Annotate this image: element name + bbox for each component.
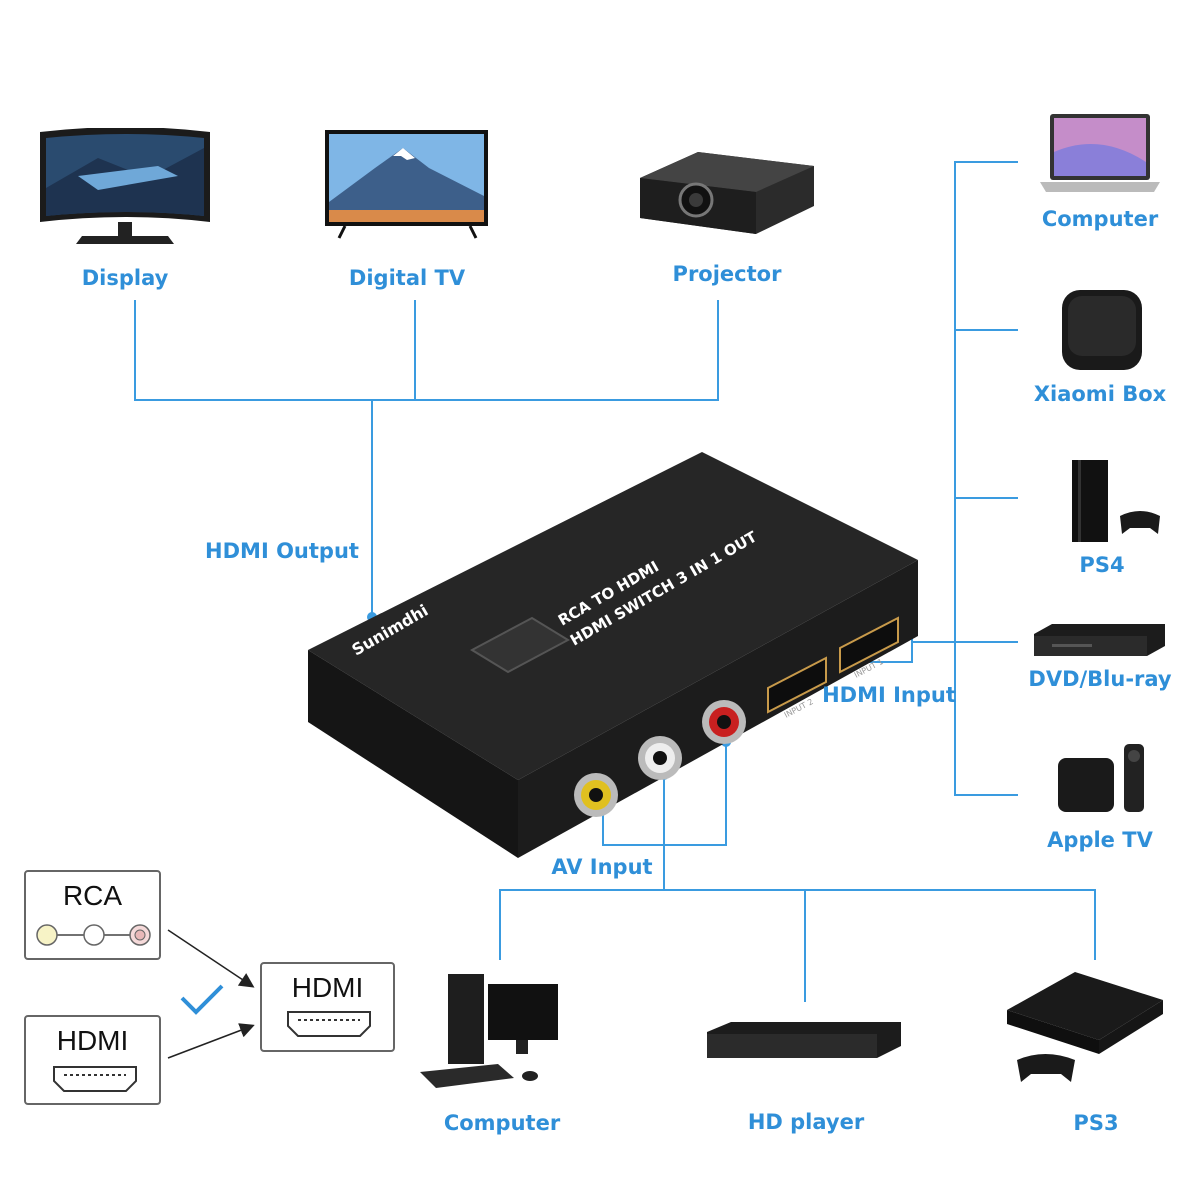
rca-legend-label: RCA	[62, 880, 123, 911]
av-input-label: AV Input	[551, 855, 653, 879]
output-label-projector: Projector	[672, 262, 782, 286]
ps4-image	[1070, 456, 1165, 550]
output-label-display: Display	[81, 266, 169, 290]
hdmi-legend-label: HDMI	[56, 1025, 129, 1056]
projector-image	[638, 148, 818, 242]
xiaomi-box-image	[1060, 288, 1144, 376]
hdmi-source-label-dvd-bluray: DVD/Blu-ray	[1028, 667, 1172, 691]
rca-legend-box: RCA	[24, 870, 161, 960]
dvd-bluray-player-image	[1032, 622, 1167, 666]
ps3-image	[1005, 970, 1165, 1104]
av-source-bus-line	[499, 889, 1096, 960]
rca-hdmi-switch-device: INPUT 2 INPUT 1 Sunimdhi RCA TO HDMI HDM…	[300, 450, 930, 874]
av-source-label-hd-player: HD player	[747, 1110, 865, 1134]
desktop-computer-image	[418, 968, 568, 1102]
hdmi-input-label: HDMI Input	[822, 683, 956, 707]
rca-connector-icon	[36, 924, 151, 946]
digital-tv-image	[325, 130, 490, 244]
hdmi-target-box: HDMI	[260, 962, 395, 1052]
hdmi-source-label-ps4: PS4	[1079, 553, 1125, 577]
laptop-computer-image	[1040, 112, 1160, 201]
hdmi-target-connector-icon	[287, 1011, 371, 1037]
hdmi-source-label-xiaomi-box: Xiaomi Box	[1033, 382, 1167, 406]
hdmi-source-label-apple-tv: Apple TV	[1047, 828, 1153, 852]
hdmi-source-label-computer: Computer	[1041, 207, 1159, 231]
hdmi-source-bus-line	[954, 161, 1018, 796]
hdmi-target-label: HDMI	[291, 972, 364, 1003]
hdmi-connector-icon	[53, 1066, 137, 1092]
av-source-label-computer: Computer	[443, 1111, 561, 1135]
hd-player-image	[705, 1020, 905, 1072]
output-bus-line	[134, 300, 719, 401]
av-source-label-ps3: PS3	[1073, 1111, 1119, 1135]
apple-tv-image	[1056, 742, 1148, 818]
display-monitor-image	[38, 127, 213, 252]
hdmi-legend-box: HDMI	[24, 1015, 161, 1105]
hdmi-output-label: HDMI Output	[205, 539, 359, 563]
output-label-digital-tv: Digital TV	[348, 266, 466, 290]
